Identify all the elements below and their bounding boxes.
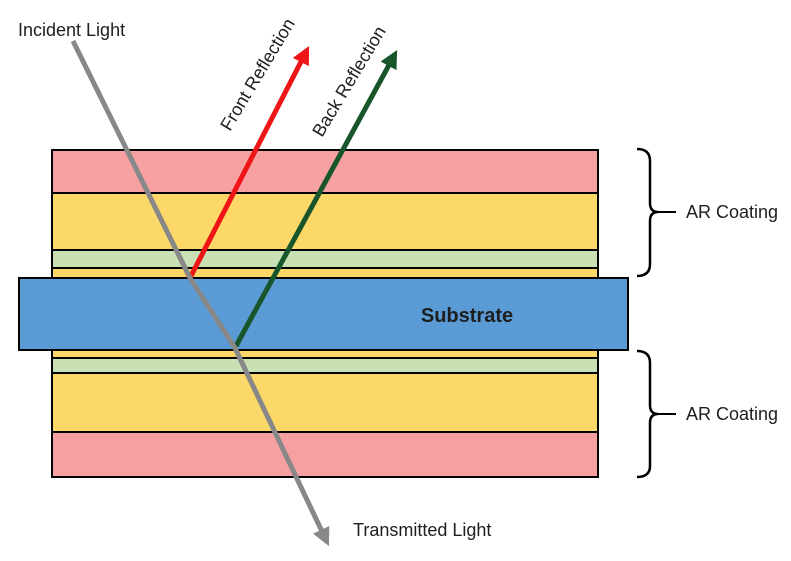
bottom-layer-yellow-thin [51, 349, 599, 359]
bottom-layer-green [51, 357, 599, 374]
transmitted-light-label: Transmitted Light [353, 520, 491, 540]
bottom-layer-yellow [51, 372, 599, 433]
substrate-rect [18, 277, 629, 351]
bottom-brace [636, 349, 659, 479]
ar-coating-annotation-top: AR Coating [636, 147, 778, 278]
ar-coating-bottom-label: AR Coating [686, 404, 778, 424]
ar-coating-top-label: AR Coating [686, 202, 778, 222]
top-brace [636, 147, 659, 278]
top-layer-green [51, 249, 599, 269]
top-layer-yellow [51, 192, 599, 251]
top-layer-yellow-thin [51, 267, 599, 279]
substrate-label: Substrate [421, 305, 513, 327]
light-ray-arrow [70, 39, 330, 547]
front-reflection-arrow [188, 45, 310, 278]
ar-coating-annotation-bottom: AR Coating [636, 349, 778, 479]
bottom-ar-coating-stack [51, 349, 599, 478]
front-reflection-label: Front Reflection [216, 15, 299, 134]
incident-light-label: Incident Light [18, 20, 125, 40]
back-reflection-arrow [233, 50, 398, 348]
bottom-layer-pink [51, 431, 599, 478]
top-ar-coating-stack [51, 149, 599, 279]
